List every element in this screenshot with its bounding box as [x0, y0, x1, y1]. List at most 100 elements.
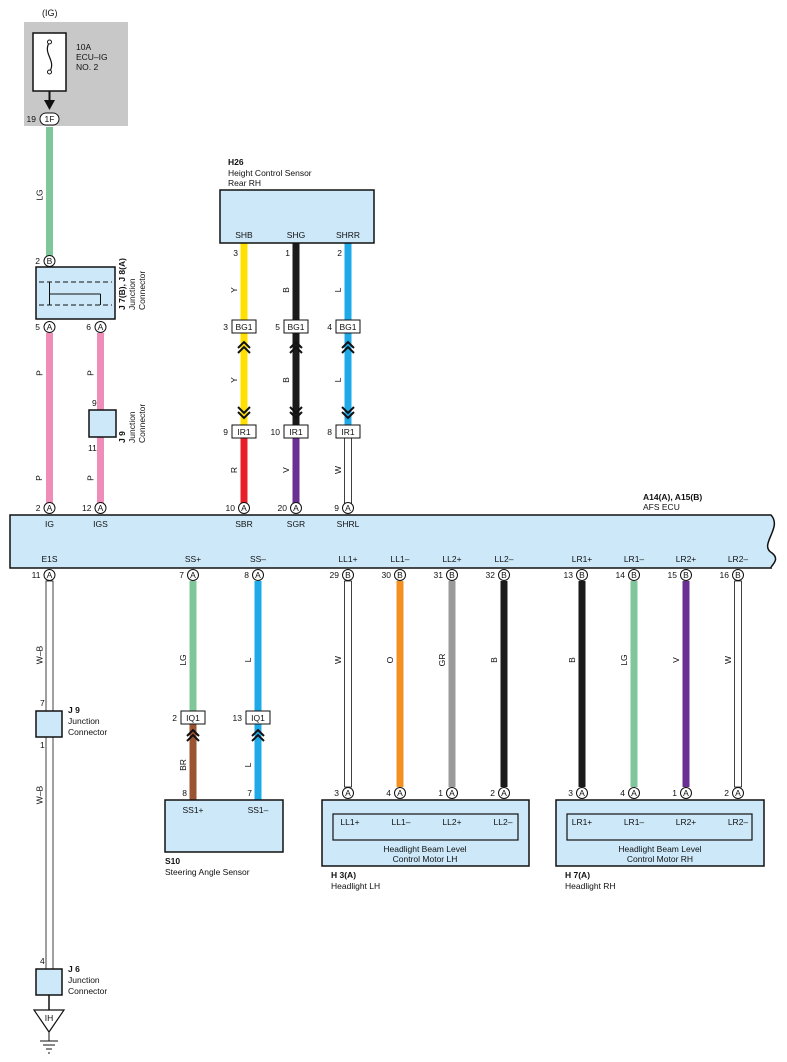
ecu-box [9, 514, 777, 569]
height-sensor-pin-1: 3 [233, 248, 238, 258]
wire-rh-2-body [630, 581, 638, 787]
steering-pin-2: 7 [247, 788, 252, 798]
j7-pin-out1-circle [43, 321, 56, 333]
headlight-rh-name: Headlight RH [565, 881, 616, 891]
headlight-rh-box [555, 799, 765, 867]
ecu-top-terminal-label-4: SGR [287, 519, 305, 529]
headlight-rh-pin-1: A [576, 787, 588, 799]
fuse-end-top [47, 39, 52, 45]
headlight-lh-pin-3-circle [446, 787, 458, 799]
wire-j7-to-j9-color-label: P [86, 370, 96, 376]
ir1-label-2: IR1 [289, 427, 303, 437]
ecu-top-pin-number-4: 20 [278, 503, 288, 513]
junction-j7-code: J 7(B), J 8(A) [117, 258, 127, 310]
headlight-rh-terminal-1: LR1+ [572, 817, 593, 827]
ecu-bottom-pin-9-letter: B [631, 570, 637, 580]
ecu-bottom-pin-2: A [187, 569, 199, 581]
ecu-bottom-terminal-label-11: LR2– [728, 554, 749, 564]
headlight-lh-terminal-4: LL2– [494, 817, 513, 827]
ecu-top-pin-number-1: 2 [36, 503, 41, 513]
ecu-bottom-terminal-label-7: LL2– [495, 554, 514, 564]
ecu-bottom-pin-number-11: 16 [720, 570, 730, 580]
fuse-icon [46, 41, 53, 73]
fuse-pin-label: 19 [27, 114, 37, 124]
junction-j7-name-line2: Connector [137, 271, 147, 310]
headlight-rh-pin-4: A [732, 787, 744, 799]
wire-sensor-mid-2: B [281, 333, 300, 425]
height-sensor-pin-3: 2 [337, 248, 342, 258]
ecu-bottom-pin-number-2: 7 [179, 570, 184, 580]
headlight-rh-pin-3-circle [680, 787, 692, 799]
ir1-pin-2: 10 [271, 427, 281, 437]
ecu-bottom-pin-9: B [628, 569, 640, 581]
iq1-arrow-icon-1-stroke-0 [186, 728, 200, 737]
headlight-lh-motor-line1: Headlight Beam Level [383, 844, 466, 854]
wire-ss-plus-upper: LG [178, 581, 197, 711]
iq1-arrow-icon-2-stroke-0 [251, 728, 265, 737]
headlight-lh-pin-2: A [394, 787, 406, 799]
iq1-tag-2 [245, 710, 271, 725]
j7-pin-in: B [43, 255, 56, 267]
headlight-lh-pin-2-letter: A [397, 788, 403, 798]
wire-fuse-to-j7-color-label: LG [35, 189, 45, 200]
wire-rh-1: B [567, 581, 586, 787]
fuse-name-line1: ECU–IG [76, 52, 108, 62]
iq1-pin-2: 13 [233, 713, 243, 723]
ecu-bottom-terminal-label-6: LL2+ [442, 554, 461, 564]
junction-j9-upper-name-line1: Junction [127, 411, 137, 443]
ecu-bottom-pin-6-letter: B [449, 570, 455, 580]
junction-j7: J 7(B), J 8(A) Junction Connector 2 B 5 … [35, 256, 147, 332]
iq1-label-2: IQ1 [251, 713, 265, 723]
headlight-lh-pin-1-letter: A [345, 788, 351, 798]
junction-j9-ground-name-line1: Junction [68, 716, 100, 726]
wire-lh-4-body [500, 581, 508, 787]
junction-j6-name-line1: Junction [68, 975, 100, 985]
wire-ss-plus-upper-color-label: LG [178, 654, 188, 665]
wire-sensor-low-2: V [281, 438, 300, 503]
ecu-bottom-pin-5: B [394, 569, 406, 581]
ecu-bottom-pin-1: A [43, 569, 56, 581]
wire-ss-plus-lower-color-label: BR [178, 759, 188, 771]
wire-sensor-top-2-body [292, 243, 300, 320]
ecu-bottom-pin-8-letter: B [579, 570, 585, 580]
ir1-tag-1 [231, 424, 257, 439]
ecu-name: AFS ECU [643, 502, 680, 512]
headlight-rh-terminal-2: LR1– [624, 817, 645, 827]
ir1-arrow-icon-1 [237, 406, 251, 420]
wire-ground-upper-body [45, 580, 54, 712]
j7-pin-out2-circle [94, 321, 107, 333]
wire-j7-to-ig-body [46, 333, 53, 503]
ecu-top-pin-number-3: 10 [226, 503, 236, 513]
headlight-rh-pin-4-letter: A [735, 788, 741, 798]
fuse-name-line2: NO. 2 [76, 62, 98, 72]
ecu-bottom-terminal-label-3: SS– [250, 554, 266, 564]
connector-iq1: IQ1 2 IQ1 13 [172, 710, 271, 725]
j7-pin-out1: A [43, 321, 56, 333]
ecu-code: A14(A), A15(B) [643, 492, 702, 502]
steering-sensor-name: Steering Angle Sensor [165, 867, 250, 877]
wire-rh-3: V [671, 581, 690, 787]
junction-j9-ground-code: J 9 [68, 705, 80, 715]
wire-ig-lower-label: P [34, 475, 44, 481]
iq1-arrow-icon-2 [251, 728, 265, 742]
ir1-arrow-icon-2-stroke-1 [289, 406, 303, 415]
junction-j6-name-line2: Connector [68, 986, 107, 996]
wire-ground-lower: W–B [35, 736, 54, 970]
connector-ir1: IR1 9 IR1 10 IR1 8 [223, 424, 361, 439]
ecu-bottom-pin-9-circle [628, 569, 640, 581]
ecu-bottom-pin-10: B [680, 569, 692, 581]
height-sensor-pin-2: 1 [285, 248, 290, 258]
headlight-rh-pin-number-1: 3 [568, 788, 573, 798]
wire-ss-plus-lower: BR [178, 724, 197, 800]
wire-fuse-to-j7: LG [35, 127, 53, 256]
steering-pin-1: 8 [182, 788, 187, 798]
wire-sensor-top-1-body [240, 243, 248, 320]
steering-sensor-code: S10 [165, 856, 180, 866]
headlight-lh-pin-number-3: 1 [438, 788, 443, 798]
ground-triangle [32, 1009, 66, 1034]
ecu-bottom-pin-11-letter: B [735, 570, 741, 580]
ecu-bottom-pin-1-letter: A [47, 570, 53, 580]
headlight-rh-pin-2: A [628, 787, 640, 799]
